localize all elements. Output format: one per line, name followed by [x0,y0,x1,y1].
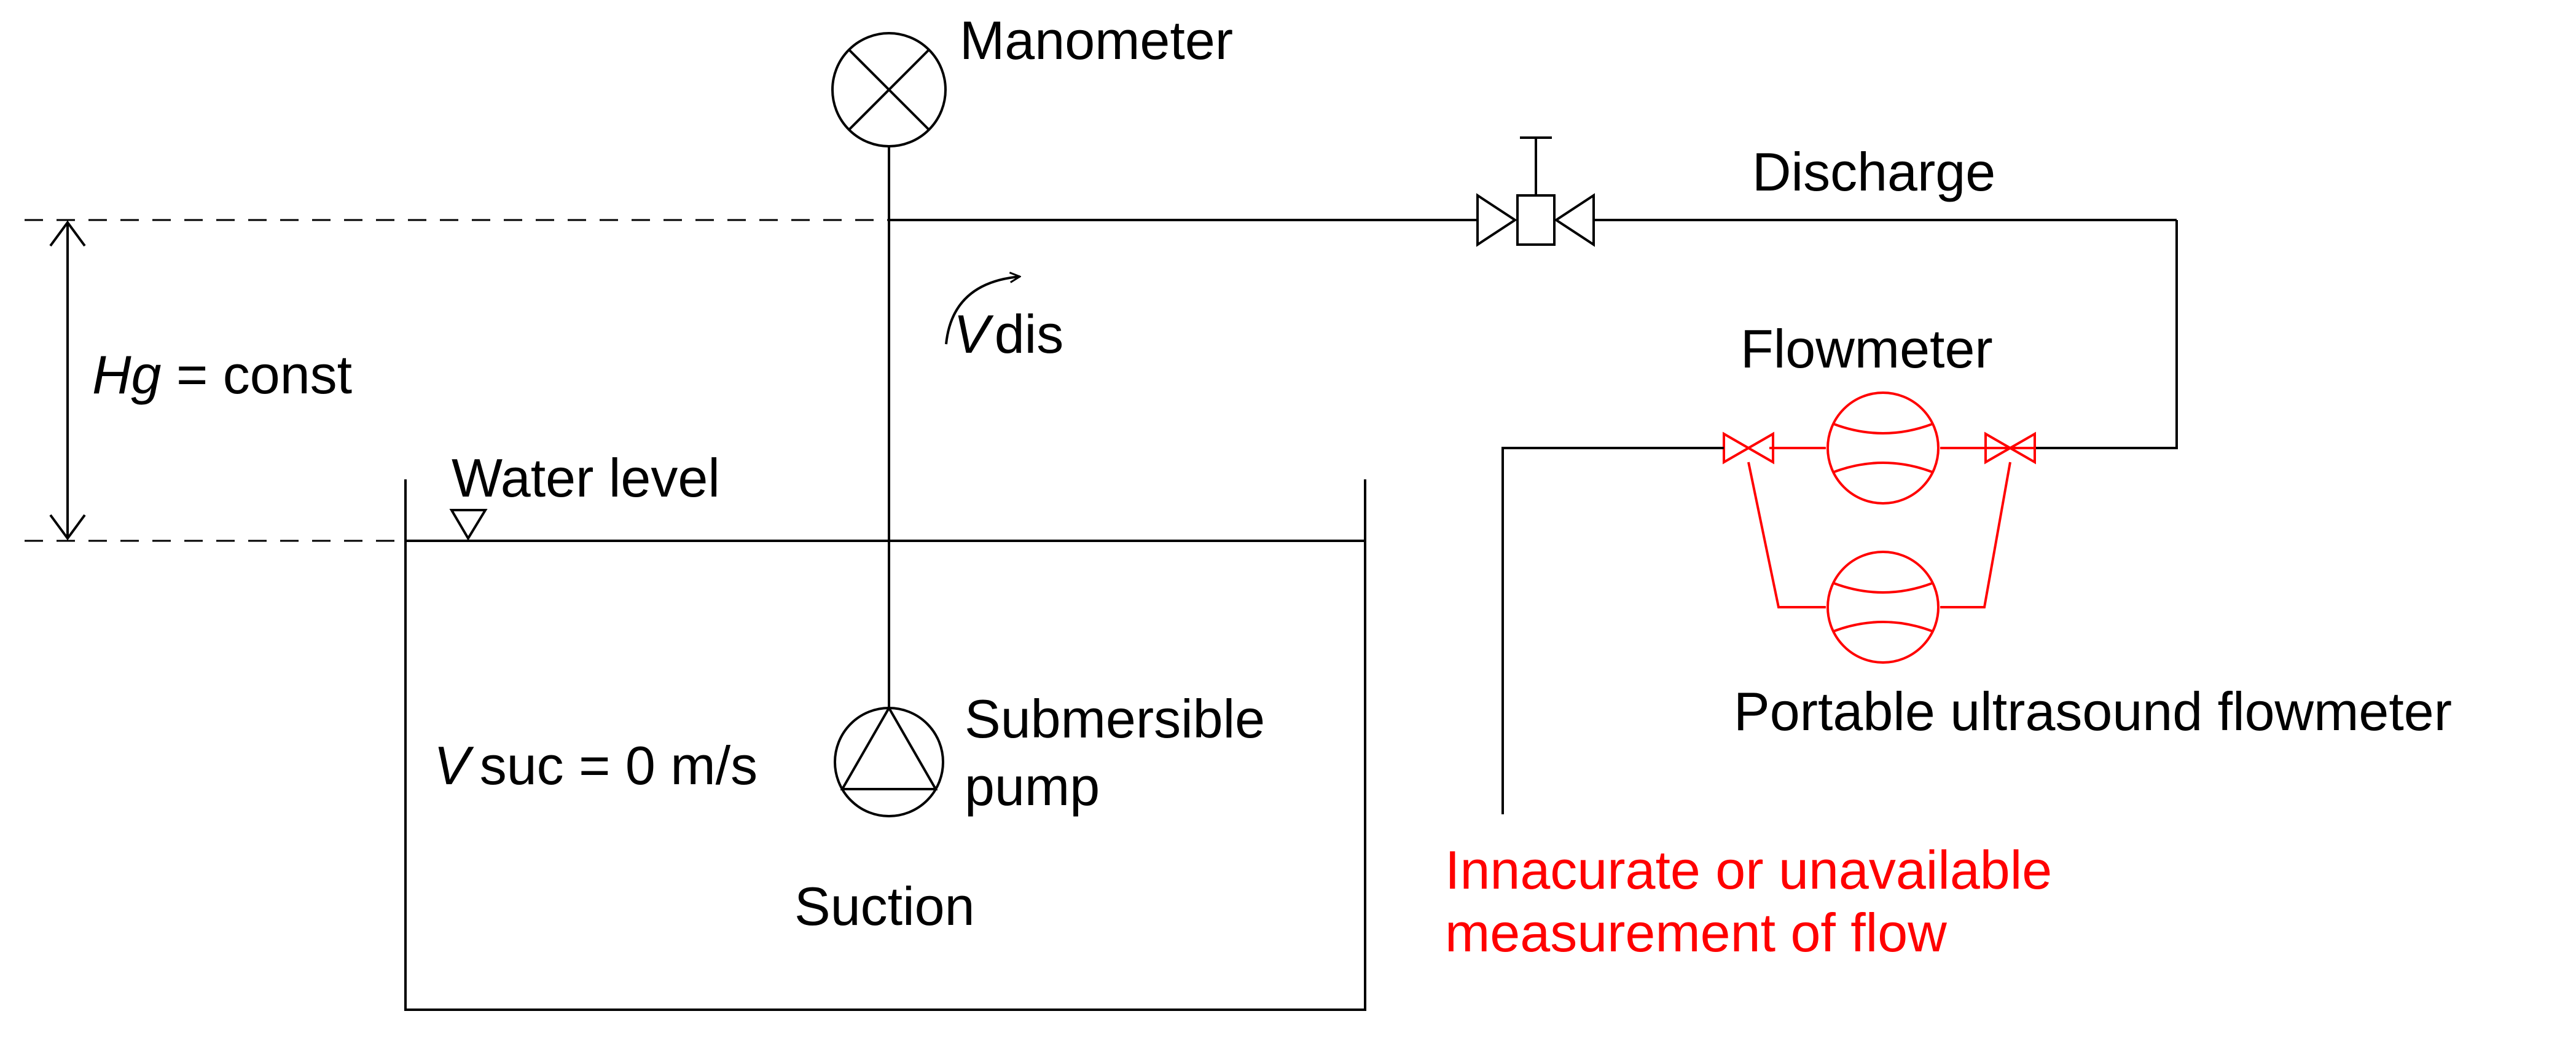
v-dis-symbol: V [953,304,994,364]
bypass-pipe-right [1940,462,2011,608]
pump-label-line1: Submersible [965,688,1265,749]
suction-tank [404,479,1366,1011]
outlet-pipe [1501,447,1724,814]
suction-label: Suction [794,876,975,937]
hg-value: = const [162,344,353,405]
water-level-label: Water level [452,447,720,508]
water-level-marker-icon [449,509,488,541]
portable-flowmeter-icon [1826,551,1940,664]
pump-label-line2: pump [965,756,1100,817]
flowmeter-branch [1723,391,2036,664]
manometer-icon [831,32,947,147]
warning-label-line2: measurement of flow [1445,902,1947,963]
discharge-label: Discharge [1752,141,1995,202]
v-dis-label: Vdis [953,304,1063,364]
hg-symbol: Hg [92,344,162,405]
flow-direction-arrow-icon [945,277,1020,345]
return-pipe [2035,220,2178,449]
hg-label: Hg = const [92,344,352,405]
portable-flowmeter-label: Portable ultrasound flowmeter [1734,681,2452,742]
gate-valve-icon [1476,136,1595,247]
submersible-pump-icon [834,705,944,817]
bypass-pipe-left [1747,462,1826,608]
v-suc-symbol: V [434,735,474,796]
v-dis-subscript: dis [995,304,1064,364]
flowmeter-icon [1826,391,1940,505]
manometer-label: Manometer [960,10,1233,71]
warning-label-line1: Innacurate or unavailable [1445,839,2052,900]
v-suc-value: suc = 0 m/s [480,735,758,796]
flowmeter-label: Flowmeter [1740,318,1993,379]
left-bypass-valve-icon [1723,431,1774,465]
hg-dimension-arrow [49,220,86,541]
